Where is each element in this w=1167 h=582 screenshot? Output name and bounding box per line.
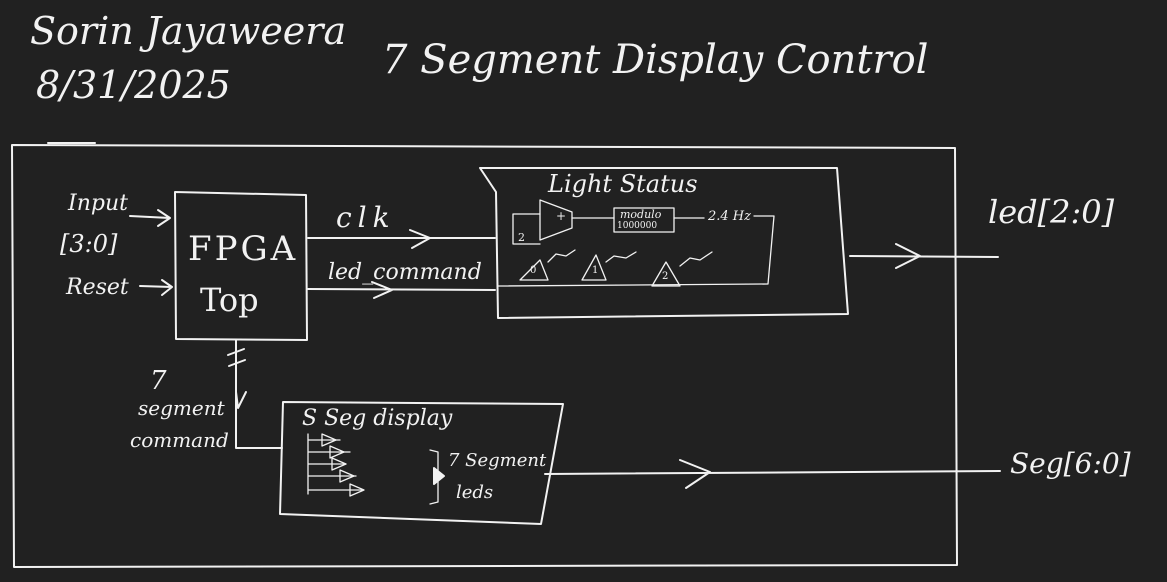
input-label: Input — [68, 191, 128, 216]
fpga-top-label: Top — [200, 281, 259, 319]
led-output-label: led[2:0] — [988, 193, 1115, 231]
seg-command-line2: segment — [138, 396, 225, 420]
seg-decoder-comparators — [321, 433, 365, 497]
author-name: Sorin Jayaweera — [30, 9, 347, 53]
system-boundary — [11, 144, 958, 568]
seg-output-label: Seg[6:0] — [1010, 447, 1131, 480]
clk-label: clk — [336, 201, 396, 234]
freq-feedback-wire — [497, 215, 775, 287]
light-status-block — [479, 167, 849, 319]
modulo-value: 1000000 — [617, 221, 658, 231]
fpga-label: FPGA — [188, 229, 299, 269]
light-status-title: Light Status — [548, 170, 698, 198]
comparator-2-label: 2 — [662, 271, 669, 282]
comparator-0 — [519, 259, 549, 281]
modulo-box — [613, 207, 675, 233]
comparator-0-out — [547, 249, 576, 263]
seg-command-bus — [235, 339, 283, 449]
input-arrow — [129, 209, 171, 227]
adder-shape — [539, 199, 573, 241]
comparator-1-out — [605, 251, 637, 263]
frequency-label: 2.4 Hz — [708, 209, 751, 224]
fpga-top-block — [174, 191, 308, 341]
seg-output-wire — [544, 459, 1001, 489]
modulo-label: modulo — [620, 208, 662, 221]
diagram-title: 7 Segment Display Control — [382, 37, 929, 83]
seg-display-title: S Seg display — [302, 406, 453, 431]
input-bus-label: [3:0] — [60, 230, 118, 258]
date: 8/31/2025 — [36, 63, 231, 107]
adder-plus: + — [556, 209, 567, 223]
bus-arrow — [235, 391, 247, 409]
led-output-wire — [849, 243, 999, 269]
bus-width-slash — [227, 348, 246, 367]
comparator-0-label: 0 — [530, 265, 537, 276]
comparator-1 — [581, 254, 607, 281]
seg-command-line3: command — [130, 428, 229, 452]
led-command-label: led_command — [328, 260, 482, 285]
led-command-wire — [307, 281, 496, 299]
comparator-2 — [651, 261, 681, 287]
adder-feedback — [512, 213, 541, 245]
comparator-2-out — [679, 251, 713, 267]
seg-display-block — [279, 401, 564, 525]
seg-command-line1: 7 — [150, 366, 167, 396]
reset-arrow — [139, 279, 173, 296]
seg-leds-line1: 7 Segment — [448, 450, 547, 471]
seg-output-marker — [433, 467, 445, 485]
clk-wire — [307, 229, 496, 249]
seg-decoder-wires — [307, 433, 363, 495]
reset-label: Reset — [66, 275, 129, 300]
comparator-1-label: 1 — [592, 265, 599, 276]
adder-const: 2 — [518, 231, 525, 244]
seg-leds-line2: leds — [456, 482, 494, 503]
